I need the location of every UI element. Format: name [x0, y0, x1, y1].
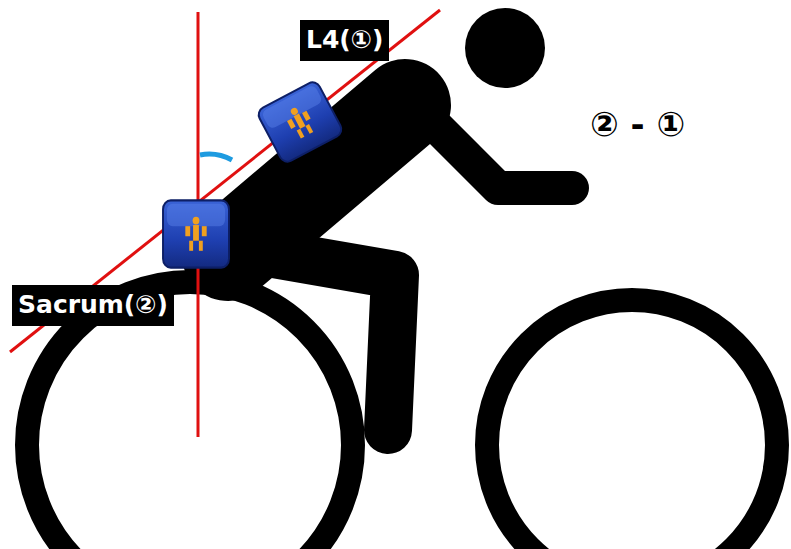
rider-arm	[420, 110, 572, 188]
front-wheel	[487, 300, 777, 549]
label-box: Sacrum(②)	[12, 285, 174, 326]
rider-head	[465, 8, 545, 88]
l4-sensor	[256, 80, 344, 165]
formula-label: ② - ①	[590, 104, 685, 144]
sensor-label: L4(①)	[306, 24, 383, 57]
angle-arc	[200, 154, 232, 160]
rider-leg	[250, 250, 395, 430]
sacrum-sensor	[163, 200, 229, 267]
trunk-line	[10, 10, 440, 352]
label-box: L4(①)	[300, 20, 389, 61]
sensor-label: Sacrum(②)	[18, 289, 168, 322]
